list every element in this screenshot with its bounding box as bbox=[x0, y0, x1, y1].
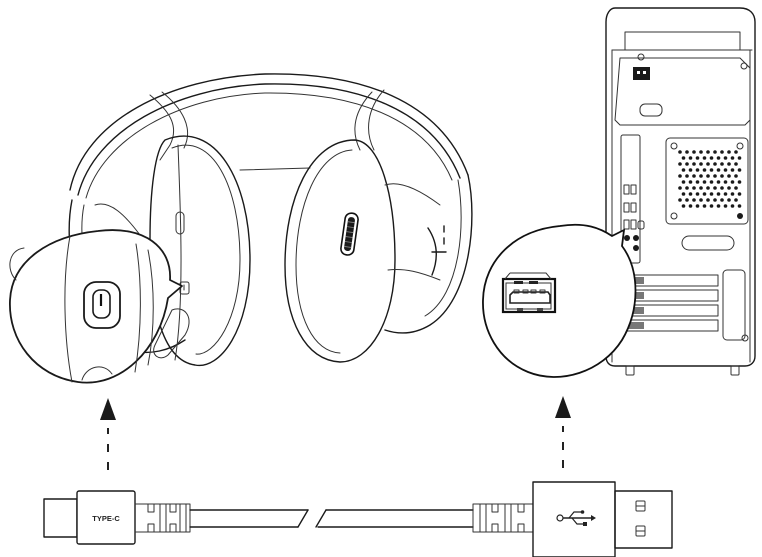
arrow-to-pc-port bbox=[555, 396, 571, 468]
usb-a-connector bbox=[472, 481, 673, 557]
fan-grille-holes bbox=[678, 150, 742, 208]
headset-usb-c-port-callout bbox=[9, 229, 183, 384]
type-c-label: TYPE-C bbox=[92, 514, 120, 523]
pc-usb-a-port-callout bbox=[482, 223, 637, 378]
pc-rear-usb-ports bbox=[623, 184, 645, 251]
usb-cable: TYPE-C bbox=[43, 481, 673, 557]
type-c-connector: TYPE-C bbox=[43, 490, 191, 545]
cable-break-marker bbox=[297, 509, 327, 528]
usb-icon bbox=[556, 510, 596, 526]
arrow-to-headset-port bbox=[100, 398, 116, 470]
